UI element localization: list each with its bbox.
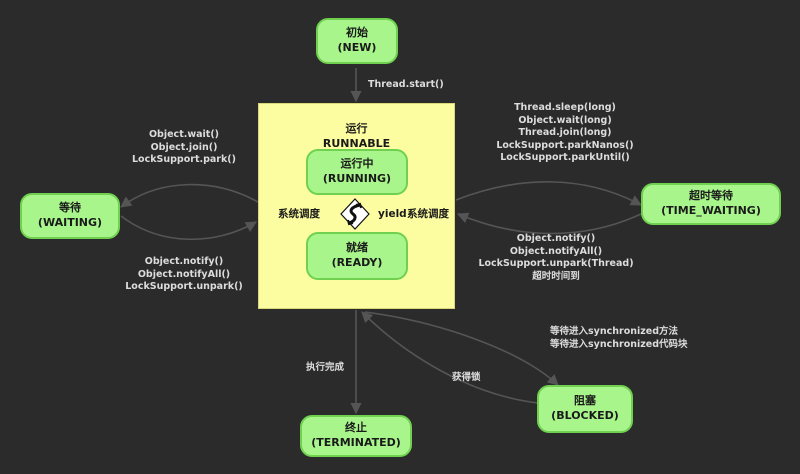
label-from-waiting: Object.notify() Object.notifyAll() LockS…	[125, 256, 243, 293]
label-from-blocked: 获得锁	[452, 372, 481, 383]
node-timed-waiting-sub: (TIME_WAITING)	[661, 204, 761, 217]
node-new-title: 初始	[346, 26, 368, 40]
label-thread-start: Thread.start()	[368, 79, 444, 90]
label-yield: yield	[378, 208, 407, 220]
node-ready-title: 就绪	[346, 241, 368, 255]
node-timed-waiting-title: 超时等待	[689, 189, 733, 203]
runnable-label: 运行 RUNNABLE	[258, 122, 455, 152]
node-new-sub: (NEW)	[337, 41, 377, 54]
edge-to-blocked-arrow	[364, 311, 559, 386]
node-blocked-title: 阻塞	[574, 394, 596, 408]
node-waiting-title: 等待	[59, 201, 81, 215]
edge-to-waiting-arrow	[120, 183, 259, 208]
node-ready-sub: (READY)	[331, 256, 383, 269]
label-from-timed: Object.notify() Object.notifyAll() LockS…	[478, 233, 634, 282]
yield-swap-icon	[340, 198, 370, 230]
edge-from-blocked-arrow	[361, 311, 539, 404]
label-sched-right: 系统调度	[407, 208, 449, 220]
label-to-timed: Thread.sleep(long) Object.wait(long) Thr…	[496, 102, 634, 164]
node-new: 初始 (NEW)	[316, 18, 398, 64]
node-terminated-sub: (TERMINATED)	[311, 436, 401, 449]
node-blocked: 阻塞 (BLOCKED)	[537, 385, 633, 433]
edge-from-waiting-arrow	[120, 215, 257, 241]
label-sched-left: 系统调度	[278, 208, 320, 220]
node-running-title: 运行中	[340, 157, 374, 171]
node-waiting: 等待 (WAITING)	[20, 193, 120, 239]
node-waiting-sub: (WAITING)	[37, 216, 103, 229]
node-running-sub: (RUNNING)	[322, 172, 392, 185]
node-terminated-title: 终止	[345, 421, 367, 435]
label-to-waiting: Object.wait() Object.join() LockSupport.…	[132, 129, 236, 166]
node-terminated: 终止 (TERMINATED)	[300, 415, 412, 457]
node-running: 运行中 (RUNNING)	[306, 149, 408, 195]
node-blocked-sub: (BLOCKED)	[551, 409, 619, 422]
edge-to-timed-arrow	[455, 181, 642, 206]
label-to-terminated: 执行完成	[306, 362, 345, 373]
edge-from-timed-arrow	[456, 212, 642, 235]
runnable-sub: RUNNABLE	[322, 136, 391, 150]
label-to-blocked: 等待进入synchronized方法 等待进入synchronized代码块	[550, 326, 688, 350]
runnable-title: 运行	[345, 122, 368, 135]
node-ready: 就绪 (READY)	[306, 232, 408, 280]
node-timed-waiting: 超时等待 (TIME_WAITING)	[641, 183, 781, 225]
